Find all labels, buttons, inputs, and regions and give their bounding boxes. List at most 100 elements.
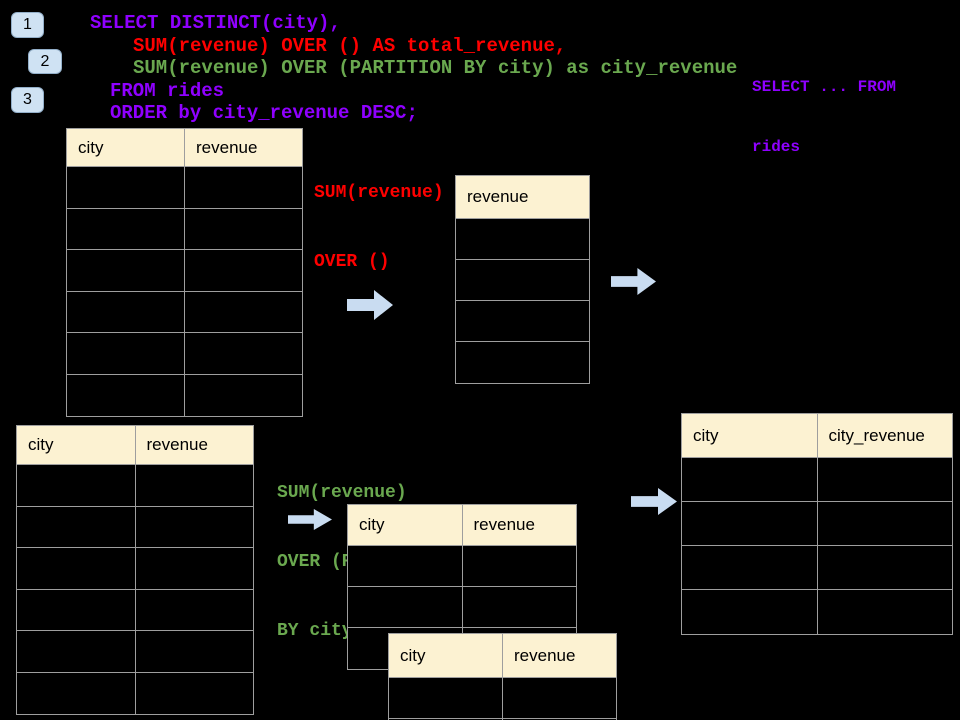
table-row [67,250,302,292]
arrow-right-icon [611,268,656,295]
empty-cell [682,458,818,502]
column-header-city: city [17,426,136,465]
empty-cell [462,587,576,628]
table-row [682,590,952,634]
table-row [682,546,952,590]
empty-cell [185,208,302,250]
annotation-line: SUM(revenue) [277,483,407,503]
empty-cell [348,587,463,628]
table-row [456,342,589,383]
table-header-row: city city_revenue [682,414,952,458]
table-row [456,301,589,342]
table-row [682,502,952,546]
column-header-revenue: revenue [503,634,616,678]
arrow-right-icon [347,290,393,320]
empty-cell [17,589,136,631]
table-header-row: city revenue [389,634,616,678]
table-row [389,678,616,719]
empty-cell [67,250,185,292]
empty-cell [17,506,136,548]
table-row [17,672,253,714]
empty-cell [17,548,136,590]
sql-line-city-revenue: SUM(revenue) OVER (PARTITION BY city) as… [133,57,738,79]
table-row [348,587,576,628]
empty-cell [389,678,503,719]
table-row [17,589,253,631]
table-row [67,374,302,416]
table-header-row: city revenue [348,505,576,546]
column-header-city: city [682,414,818,458]
empty-cell [185,374,302,416]
table-row [17,465,253,507]
column-header-revenue: revenue [456,176,589,219]
step-badge-label: 2 [40,52,50,70]
empty-cell [503,678,616,719]
table-header-row: city revenue [67,129,302,167]
arrow-right-icon [288,509,332,530]
column-header-city: city [67,129,185,167]
annotation-from-clause: SELECT ... FROM rides [752,37,896,197]
table-row [17,506,253,548]
step-badge-2: 2 [28,49,62,74]
column-header-revenue: revenue [185,129,302,167]
empty-cell [67,333,185,375]
empty-cell [456,301,589,342]
sql-line-order-by: ORDER by city_revenue DESC; [110,102,418,124]
empty-cell [462,546,576,587]
column-header-city-revenue: city_revenue [817,414,952,458]
table-row [17,631,253,673]
empty-cell [67,291,185,333]
empty-cell [348,546,463,587]
column-header-city: city [389,634,503,678]
empty-cell [185,333,302,375]
empty-cell [185,250,302,292]
empty-cell [185,291,302,333]
sql-line-from: FROM rides [110,80,225,102]
empty-cell [456,219,589,260]
step-badge-3: 3 [11,87,44,113]
table-row [67,291,302,333]
empty-cell [682,590,818,634]
empty-cell [185,167,302,209]
annotation-line: rides [752,138,801,156]
table-row [456,219,589,260]
empty-cell [67,167,185,209]
table-partition-back: city revenue [388,633,617,720]
step-badge-1: 1 [11,12,44,38]
empty-cell [135,465,253,507]
annotation-line: OVER () [314,252,390,272]
table-header-row: city revenue [17,426,253,465]
empty-cell [817,546,952,590]
arrow-right-icon [631,488,677,515]
empty-cell [682,502,818,546]
table-row [17,548,253,590]
table-row [67,208,302,250]
sql-line-select: SELECT DISTINCT(city), [90,12,341,34]
annotation-total-window: SUM(revenue) OVER () [314,136,444,320]
empty-cell [682,546,818,590]
table-row [348,546,576,587]
table-row [67,333,302,375]
table-header-row: revenue [456,176,589,219]
table-result: city city_revenue [681,413,953,635]
column-header-revenue: revenue [462,505,576,546]
column-header-revenue: revenue [135,426,253,465]
empty-cell [456,260,589,301]
empty-cell [817,458,952,502]
empty-cell [135,631,253,673]
annotation-line: SUM(revenue) [314,183,444,203]
sql-line-total-revenue: SUM(revenue) OVER () AS total_revenue, [133,35,567,57]
table-row [67,167,302,209]
empty-cell [67,374,185,416]
empty-cell [17,672,136,714]
table-source-bottom: city revenue [16,425,254,715]
column-header-city: city [348,505,463,546]
table-row [682,458,952,502]
empty-cell [817,590,952,634]
step-badge-label: 1 [23,16,32,33]
empty-cell [135,548,253,590]
annotation-line: SELECT ... FROM [752,78,897,96]
empty-cell [135,506,253,548]
step-badge-label: 3 [23,91,32,108]
